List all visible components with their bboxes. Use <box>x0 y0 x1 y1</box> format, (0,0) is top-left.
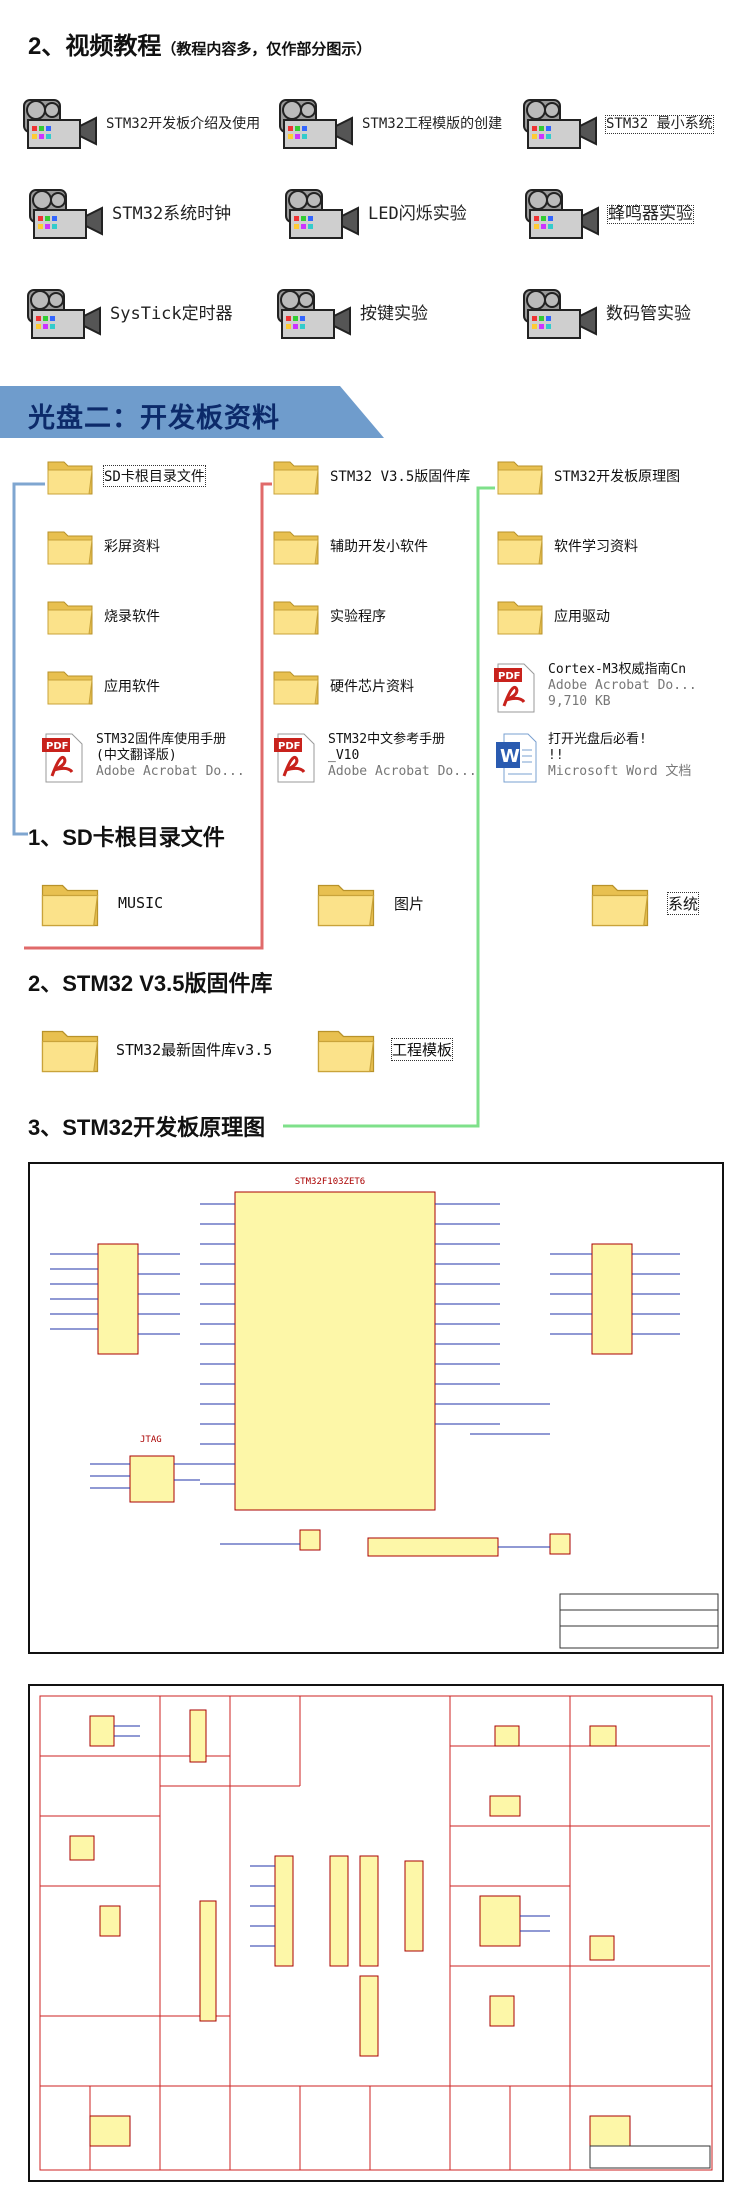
folder-label: STM32开发板原理图 <box>554 469 681 485</box>
folder-item[interactable]: 图片 <box>316 878 424 928</box>
folder-item[interactable]: STM32开发板原理图 <box>496 456 680 496</box>
folder-item[interactable]: 硬件芯片资料 <box>272 666 414 706</box>
file-item[interactable]: 打开光盘后必看!!!Microsoft Word 文档 <box>494 732 691 784</box>
video-item[interactable]: 按键实验 <box>276 286 428 342</box>
folder-item[interactable]: 软件学习资料 <box>496 526 638 566</box>
folder-item[interactable]: STM32最新固件库v3.5 <box>40 1024 272 1074</box>
video-label: 数码管实验 <box>606 303 691 324</box>
jtag-label: JTAG <box>140 1435 162 1445</box>
folder-label: 应用软件 <box>104 679 160 695</box>
folder-label: 烧录软件 <box>104 609 160 625</box>
folder-item[interactable]: 烧录软件 <box>46 596 160 636</box>
file-type: Adobe Acrobat Do... <box>548 678 697 693</box>
video-item[interactable]: 蜂鸣器实验 <box>524 186 694 242</box>
folder-label: MUSIC <box>118 894 164 912</box>
folder-label: SD卡根目录文件 <box>103 465 206 487</box>
schematic-section-title: 3、STM32开发板原理图 <box>28 1115 266 1140</box>
video-title-text: 2、视频教程 <box>28 33 162 60</box>
chip-label: STM32F103ZET6 <box>295 1177 365 1187</box>
folder-item[interactable]: 实验程序 <box>272 596 386 636</box>
folder-icon <box>46 526 94 566</box>
folder-icon <box>496 526 544 566</box>
folder-icon <box>272 526 320 566</box>
video-item[interactable]: 数码管实验 <box>522 286 691 342</box>
folder-label: 实验程序 <box>330 609 386 625</box>
video-label: STM32开发板介绍及使用 <box>106 115 261 132</box>
folder-label: 彩屏资料 <box>104 539 160 555</box>
folder-item[interactable]: 应用软件 <box>46 666 160 706</box>
file-type: Adobe Acrobat Do... <box>328 764 477 779</box>
video-label: STM32 最小系统 <box>605 114 714 134</box>
video-item[interactable]: SysTick定时器 <box>26 286 233 342</box>
folder-label: 辅助开发小软件 <box>330 539 428 555</box>
video-item[interactable]: LED闪烁实验 <box>284 186 467 242</box>
folder-icon <box>46 456 94 496</box>
file-name: STM32固件库使用手册 <box>96 732 227 747</box>
file-type: Adobe Acrobat Do... <box>96 764 245 779</box>
folder-icon <box>496 456 544 496</box>
schematic-image-2 <box>28 1684 724 2182</box>
file-size: 9,710 KB <box>548 694 611 709</box>
folder-icon <box>496 596 544 636</box>
video-item[interactable]: STM32开发板介绍及使用 <box>22 96 266 152</box>
folder-label: 工程模板 <box>390 1037 454 1061</box>
folder-icon <box>46 666 94 706</box>
folder-label: STM32 V3.5版固件库 <box>330 469 471 485</box>
folder-label: 硬件芯片资料 <box>330 679 414 695</box>
file-name: 打开光盘后必看! <box>548 732 647 747</box>
folder-label: 应用驱动 <box>554 609 610 625</box>
file-item[interactable]: STM32固件库使用手册(中文翻译版)Adobe Acrobat Do... <box>42 732 245 784</box>
lib-section-title: 2、STM32 V3.5版固件库 <box>28 971 273 996</box>
folder-icon <box>316 1024 376 1074</box>
folder-item[interactable]: MUSIC <box>40 878 163 928</box>
pdf-icon <box>42 732 86 784</box>
schematic-image-1: STM32F103ZET6 JTAG <box>28 1162 724 1654</box>
folder-icon <box>46 596 94 636</box>
video-label: 蜂鸣器实验 <box>607 203 694 224</box>
video-label: SysTick定时器 <box>110 303 233 324</box>
video-label: STM32系统时钟 <box>112 203 232 224</box>
pdf-icon <box>494 662 538 714</box>
file-type: Microsoft Word 文档 <box>548 764 692 779</box>
disc-banner-title: 光盘二：开发板资料 <box>28 403 280 434</box>
folder-label: 系统 <box>666 891 700 915</box>
disc-banner-bg <box>0 386 384 438</box>
sd-section-title: 1、SD卡根目录文件 <box>28 825 225 850</box>
folder-icon <box>40 878 100 928</box>
video-item[interactable]: STM32工程模版的创建 <box>278 96 502 152</box>
video-item[interactable]: STM32 最小系统 <box>522 96 714 152</box>
file-name: Cortex-M3权威指南Cn <box>548 662 687 677</box>
video-label: 按键实验 <box>360 303 428 324</box>
folder-icon <box>272 596 320 636</box>
video-label: LED闪烁实验 <box>368 203 467 224</box>
folder-item[interactable]: SD卡根目录文件 <box>46 456 206 496</box>
folder-item[interactable]: STM32 V3.5版固件库 <box>272 456 470 496</box>
file-name-2: (中文翻译版) <box>96 748 177 763</box>
connector-lines <box>12 482 495 1128</box>
folder-item[interactable]: 辅助开发小软件 <box>272 526 428 566</box>
folder-label: STM32最新固件库v3.5 <box>116 1040 273 1059</box>
folder-label: 软件学习资料 <box>554 539 638 555</box>
folder-item[interactable]: 系统 <box>590 878 700 928</box>
video-subtitle: （教程内容多，仅作部分图示） <box>161 41 372 58</box>
video-section-title: 2、视频教程（教程内容多，仅作部分图示） <box>28 26 371 61</box>
file-name-2: _V10 <box>328 748 360 763</box>
folder-icon <box>272 456 320 496</box>
video-label: STM32工程模版的创建 <box>362 115 503 132</box>
word-icon <box>494 732 538 784</box>
file-name: STM32中文参考手册 <box>328 732 446 747</box>
folder-icon <box>316 878 376 928</box>
folder-item[interactable]: 工程模板 <box>316 1024 454 1074</box>
pdf-icon <box>274 732 318 784</box>
folder-icon <box>590 878 650 928</box>
file-name-2: !! <box>548 748 564 763</box>
video-item[interactable]: STM32系统时钟 <box>28 186 231 242</box>
folder-item[interactable]: 应用驱动 <box>496 596 610 636</box>
folder-icon <box>40 1024 100 1074</box>
folder-icon <box>272 666 320 706</box>
folder-label: 图片 <box>394 894 425 913</box>
folder-item[interactable]: 彩屏资料 <box>46 526 160 566</box>
